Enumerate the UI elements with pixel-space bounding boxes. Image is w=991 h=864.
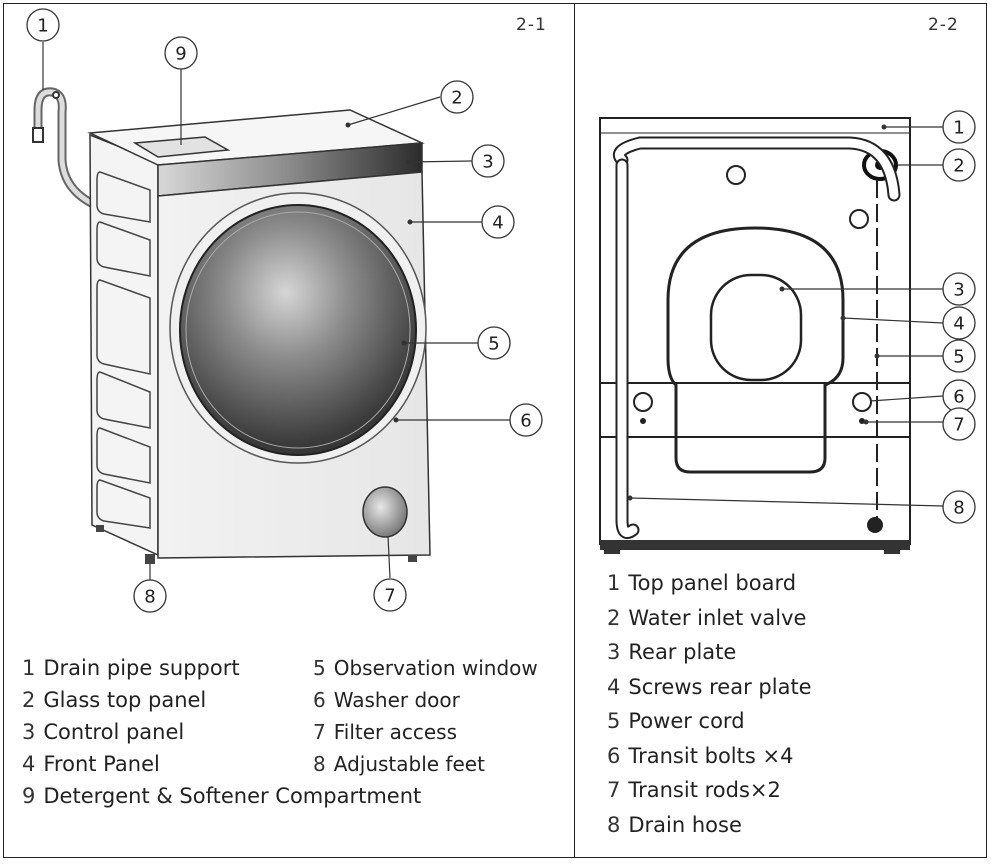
callout-right-1: 1 — [953, 118, 964, 139]
callout-right-3: 3 — [953, 280, 964, 301]
leader-dots-right — [627, 124, 887, 501]
washer-front-illustration: 1 9 2 3 4 5 6 7 8 — [26, 8, 543, 613]
callouts-left-circles — [26, 8, 543, 613]
callout-left-9: 9 — [175, 44, 186, 65]
rear-feet — [604, 548, 900, 554]
drain-hose-top — [613, 136, 901, 202]
adjustable-feet — [96, 525, 417, 564]
rear-plate — [709, 273, 803, 382]
rear-plate-outer — [666, 226, 845, 474]
panel-divider — [574, 3, 575, 858]
callouts-left-numbers: 1 9 2 3 4 5 6 7 8 — [37, 16, 531, 608]
callout-left-5: 5 — [488, 334, 499, 355]
drain-pipe-support — [32, 87, 98, 210]
leader-lines-left — [42, 42, 510, 580]
leader-lines-right — [629, 126, 944, 507]
callout-left-2: 2 — [451, 88, 462, 109]
callout-right-5: 5 — [953, 347, 964, 368]
callouts-right-circles — [942, 110, 976, 524]
callout-left-6: 6 — [520, 411, 531, 432]
figure-label-right: 2-2 — [928, 15, 959, 35]
callout-left-3: 3 — [482, 152, 493, 173]
filter-access — [362, 486, 408, 538]
callout-left-1: 1 — [37, 16, 48, 37]
transit-rod-holes — [640, 418, 883, 533]
callout-left-4: 4 — [492, 213, 503, 234]
rear-screws — [633, 165, 872, 412]
cabinet-base — [600, 540, 910, 550]
side-ribs — [96, 171, 151, 529]
callout-right-7: 7 — [953, 415, 964, 436]
callout-right-2: 2 — [953, 156, 964, 177]
callout-left-8: 8 — [144, 587, 155, 608]
leader-dots-left — [345, 122, 413, 423]
callout-left-7: 7 — [384, 586, 395, 607]
observation-window — [179, 204, 417, 456]
callouts-right-numbers: 1 2 3 4 5 6 7 8 — [953, 118, 964, 519]
figure-label-left: 2-1 — [516, 15, 547, 35]
callout-right-4: 4 — [953, 314, 964, 335]
document-frame — [3, 3, 987, 858]
callout-right-6: 6 — [953, 387, 964, 408]
rear-cabinet — [599, 117, 911, 545]
detergent-compartment — [132, 136, 231, 158]
washer-rear-illustration: 1 2 3 4 5 6 7 8 — [599, 110, 976, 554]
callout-right-8: 8 — [953, 498, 964, 519]
